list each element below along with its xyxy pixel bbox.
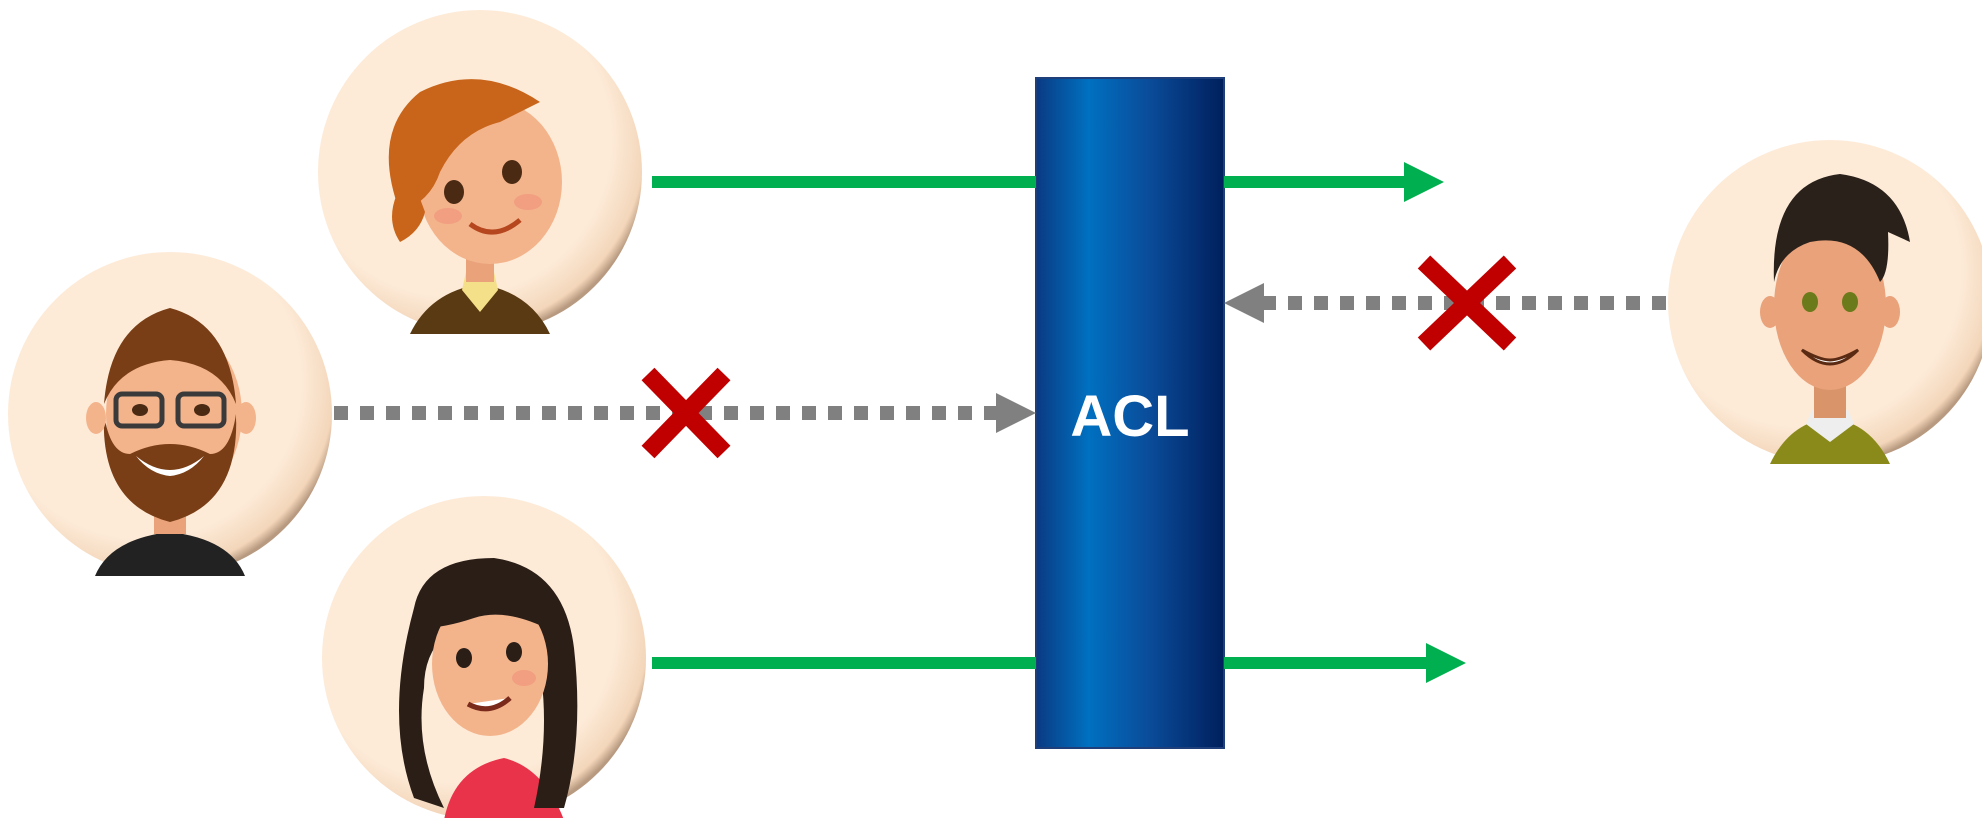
acl-box: ACL	[1035, 77, 1225, 749]
arrowhead-right-icon	[996, 393, 1036, 433]
flow-right-denied	[1224, 255, 1666, 351]
avatar-man-black-hair	[1668, 140, 1982, 464]
arrowhead-right-icon	[1404, 162, 1444, 202]
arrowhead-left-icon	[1224, 283, 1264, 323]
flow-top-allowed	[652, 162, 1444, 202]
flow-middle-denied	[334, 367, 1036, 459]
arrowhead-right-icon	[1426, 643, 1466, 683]
avatar-woman-red-hair	[318, 10, 642, 334]
avatar-bearded-man-glasses	[8, 252, 332, 576]
flow-bottom-allowed	[652, 643, 1466, 683]
deny-x-icon	[641, 367, 731, 459]
acl-label: ACL	[1070, 384, 1189, 449]
deny-x-icon	[1417, 255, 1517, 351]
avatar-woman-black-hair	[322, 496, 646, 818]
